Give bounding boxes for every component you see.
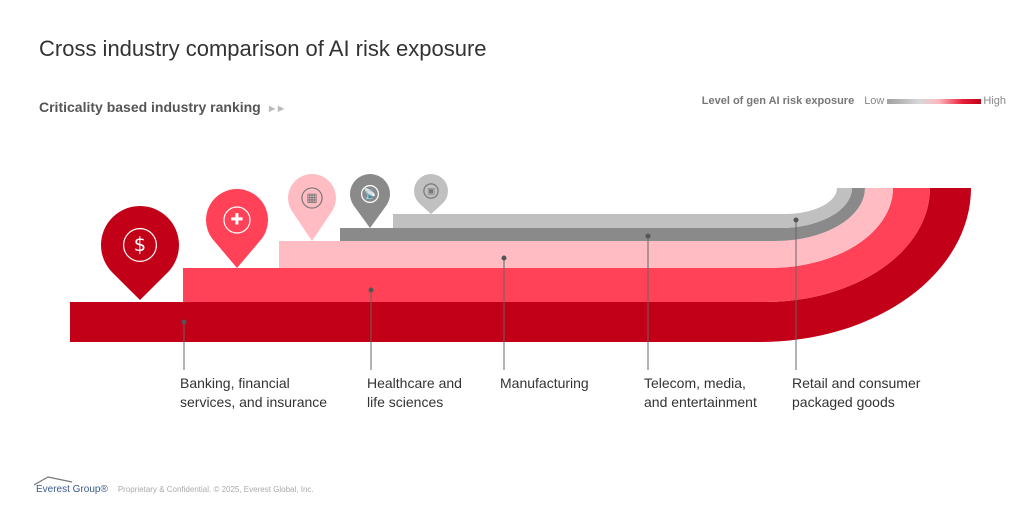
legend-low: Low bbox=[864, 95, 885, 107]
industry-pin-1: $ bbox=[101, 206, 180, 300]
industry-label: Retail and consumer packaged goods bbox=[792, 375, 921, 410]
industry-pin-2: ✚ bbox=[205, 188, 268, 268]
risk-band-1 bbox=[70, 188, 971, 342]
industry-label: Manufacturing bbox=[500, 375, 589, 391]
industry-label: Telecom, media, and entertainment bbox=[644, 375, 757, 410]
industry-pin-5: ▣ bbox=[414, 174, 448, 214]
double-arrow-icon: ►► bbox=[266, 103, 287, 115]
leader-line-2 bbox=[368, 287, 374, 370]
subtitle: Criticality based industry ranking ►► bbox=[39, 99, 287, 115]
svg-text:✚: ✚ bbox=[231, 211, 244, 229]
leader-line-5 bbox=[793, 217, 799, 370]
money-gear-hand-icon: $ bbox=[123, 228, 157, 262]
svg-text:📡: 📡 bbox=[364, 187, 377, 200]
risk-legend: Level of gen AI risk exposure Low High bbox=[702, 95, 1006, 107]
legend-title: Level of gen AI risk exposure bbox=[701, 95, 855, 107]
everest-group-logo: Everest Group® bbox=[34, 476, 108, 495]
leader-line-4 bbox=[645, 233, 651, 370]
risk-band-2 bbox=[183, 188, 930, 302]
svg-text:▦: ▦ bbox=[306, 191, 317, 205]
industry-label: Banking, financial services, and insuran… bbox=[180, 375, 328, 410]
package-gear-icon: ▣ bbox=[423, 183, 439, 199]
pin-marker bbox=[414, 174, 448, 214]
industry-pin-3: ▦ bbox=[288, 174, 336, 241]
footer-text: Proprietary & Confidential. © 2025, Ever… bbox=[117, 485, 314, 494]
svg-text:$: $ bbox=[134, 233, 146, 256]
satellite-dish-icon: 📡 bbox=[361, 185, 380, 204]
svg-text:▣: ▣ bbox=[427, 187, 435, 197]
industry-pin-4: 📡 bbox=[350, 174, 390, 228]
pin-marker bbox=[205, 188, 268, 268]
legend-high: High bbox=[983, 95, 1006, 107]
subtitle-text: Criticality based industry ranking bbox=[39, 99, 261, 115]
leader-line-3 bbox=[501, 255, 507, 370]
risk-band-5 bbox=[393, 188, 852, 228]
footer: Everest Group® Proprietary & Confidentia… bbox=[34, 476, 314, 495]
pin-marker bbox=[101, 206, 180, 300]
legend-gradient-bar bbox=[887, 98, 982, 104]
medical-cross-hands-icon: ✚ bbox=[223, 206, 251, 234]
industry-label: Healthcare and life sciences bbox=[367, 375, 462, 410]
factory-gear-icon: ▦ bbox=[301, 187, 323, 209]
page-title: Cross industry comparison of AI risk exp… bbox=[39, 36, 487, 61]
logo-text: Everest Group® bbox=[36, 484, 108, 495]
risk-band-3 bbox=[279, 188, 893, 268]
logo-mountain-icon bbox=[34, 476, 73, 486]
risk-band-4 bbox=[340, 188, 865, 241]
leader-line-1 bbox=[181, 319, 187, 370]
pin-marker bbox=[350, 174, 390, 228]
